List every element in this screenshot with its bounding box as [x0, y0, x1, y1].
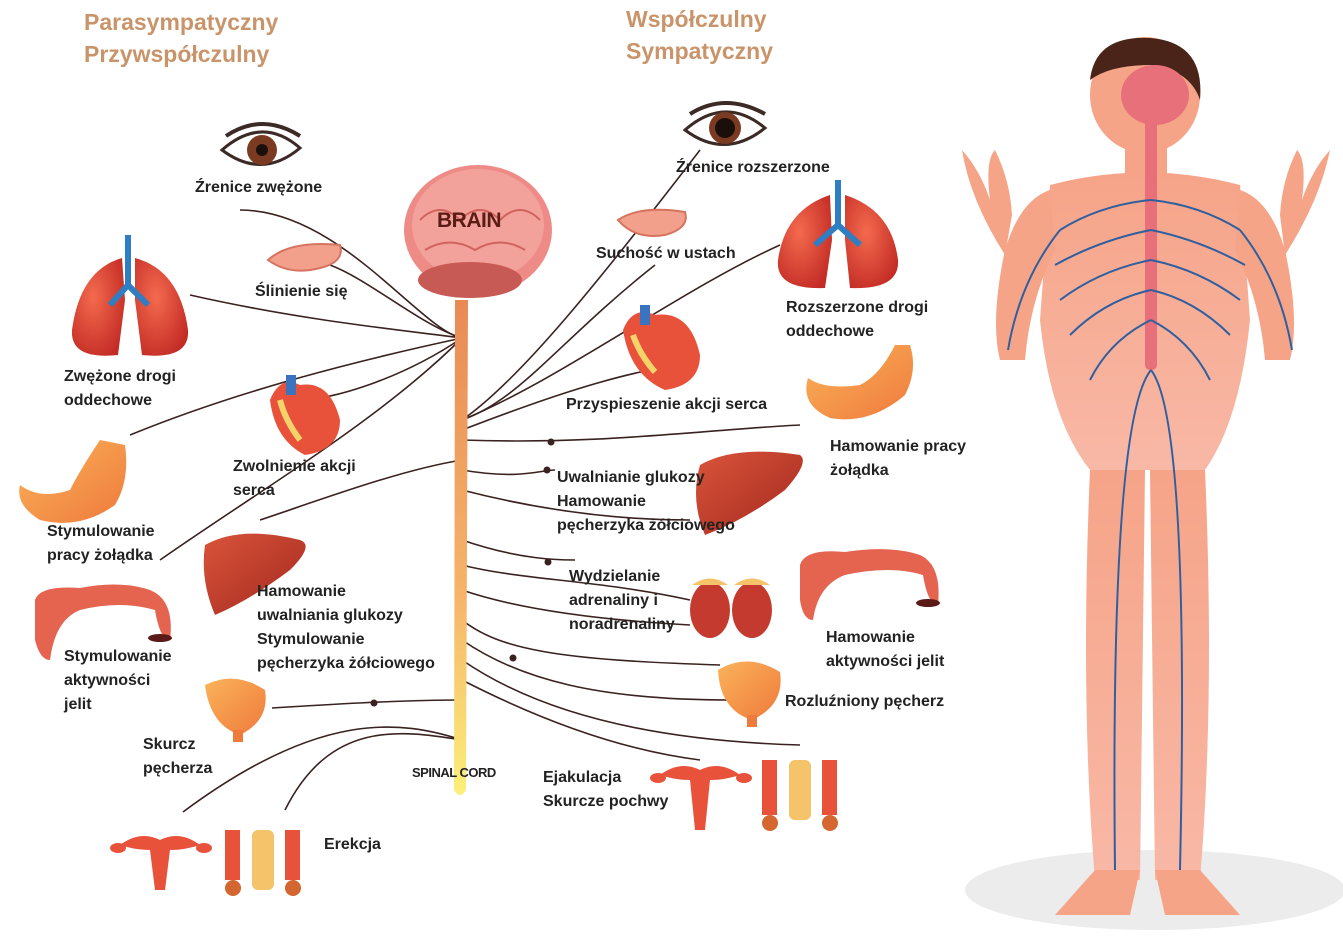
label-bladder-contraction-line2: pęcherza [143, 757, 212, 781]
parasympathetic-header-line2: Przywspółczulny [84, 38, 278, 70]
label-airways-narrowed: Zwężone drogi oddechowe [64, 365, 176, 413]
label-intestines-stimulation-line2: aktywności [64, 669, 172, 693]
label-liver-sym-line1: Uwalnianie glukozy [557, 466, 735, 490]
label-adrenaline-line2: adrenaliny i [569, 589, 675, 613]
label-intestines-stimulation-line1: Stymulowanie [64, 645, 172, 669]
brain-label: BRAIN [437, 209, 501, 233]
label-airways-narrowed-line1: Zwężone drogi [64, 365, 176, 389]
label-adrenaline-line3: noradrenaliny [569, 613, 675, 637]
label-stomach-inhibition-line2: żołądka [830, 459, 966, 483]
label-intestines-stimulation: Stymulowanie aktywności jelit [64, 645, 172, 717]
label-airways-dilated-line2: oddechowe [786, 320, 928, 344]
adrenal-kidneys-icon [690, 579, 772, 639]
label-erection: Erekcja [324, 833, 381, 857]
label-heart-acceleration: Przyspieszenie akcji serca [566, 393, 767, 417]
label-salivation: Ślinienie się [255, 280, 347, 304]
lungs-icon [72, 235, 188, 356]
label-intestines-stimulation-line3: jelit [64, 693, 172, 717]
label-bladder-relaxed: Rozluźniony pęcherz [785, 690, 944, 714]
label-liver-para-line3: Stymulowanie [257, 628, 435, 652]
label-ejaculation-line2: Skurcze pochwy [543, 790, 668, 814]
label-liver-para: Hamowanie uwalniania glukozy Stymulowani… [257, 580, 435, 676]
label-stomach-inhibition-line1: Hamowanie pracy [830, 435, 966, 459]
parasympathetic-header-line1: Parasympatyczny [84, 6, 278, 38]
label-heart-slowing-line2: serca [233, 479, 356, 503]
label-liver-sym-line2: Hamowanie [557, 490, 735, 514]
label-airways-dilated-line1: Rozszerzone drogi [786, 296, 928, 320]
label-pupils-dilated: Źrenice rozszerzone [676, 156, 830, 180]
label-liver-para-line2: uwalniania glukozy [257, 604, 435, 628]
label-stomach-stimulation-line2: pracy żołądka [47, 544, 155, 568]
label-ejaculation-line1: Ejakulacja [543, 766, 668, 790]
stomach-inhibited-icon [806, 345, 913, 419]
heart-fast-icon [623, 305, 700, 390]
spinal-cord-label: SPINAL CORD [412, 761, 496, 785]
label-bladder-contraction-line1: Skurcz [143, 733, 212, 757]
bladder-icon [205, 679, 266, 742]
label-airways-dilated: Rozszerzone drogi oddechowe [786, 296, 928, 344]
label-liver-sym-line3: pęcherzyka żółciowego [557, 514, 735, 538]
tongue-icon [268, 244, 341, 271]
label-liver-para-line1: Hamowanie [257, 580, 435, 604]
sympathetic-header-line2: Sympatyczny [626, 35, 773, 67]
dry-tongue-icon [618, 210, 686, 236]
label-heart-slowing-line1: Zwolnienie akcji [233, 455, 356, 479]
label-dry-mouth: Suchość w ustach [596, 242, 736, 266]
eye-dilated-icon [685, 103, 765, 145]
label-liver-para-line4: pęcherzyka żółciowego [257, 652, 435, 676]
male-reproductive-sym-icon [762, 760, 838, 831]
label-heart-slowing: Zwolnienie akcji serca [233, 455, 356, 503]
stomach-icon [19, 440, 126, 523]
label-adrenaline-line1: Wydzielanie [569, 565, 675, 589]
label-adrenaline: Wydzielanie adrenaliny i noradrenaliny [569, 565, 675, 637]
intestines-inhibited-icon [800, 549, 940, 620]
parasympathetic-header: Parasympatyczny Przywspółczulny [84, 6, 278, 70]
human-body-figure [962, 37, 1343, 930]
label-stomach-stimulation: Stymulowanie pracy żołądka [47, 520, 155, 568]
label-intestines-inhibition: Hamowanie aktywności jelit [826, 626, 944, 674]
sympathetic-header-line1: Współczulny [626, 3, 773, 35]
label-liver-sym: Uwalnianie glukozy Hamowanie pęcherzyka … [557, 466, 735, 538]
lungs-dilated-icon [778, 180, 898, 288]
spinal-cord [454, 300, 468, 795]
bladder-relaxed-icon [718, 661, 781, 727]
female-reproductive-icon [110, 836, 212, 890]
sympathetic-header: Współczulny Sympatyczny [626, 3, 773, 67]
label-intestines-inhibition-line2: aktywności jelit [826, 650, 944, 674]
label-bladder-contraction: Skurcz pęcherza [143, 733, 212, 781]
label-pupils-constricted: Źrenice zwężone [195, 176, 322, 200]
eye-icon [222, 124, 300, 165]
label-stomach-stimulation-line1: Stymulowanie [47, 520, 155, 544]
heart-icon [270, 375, 340, 455]
label-stomach-inhibition: Hamowanie pracy żołądka [830, 435, 966, 483]
label-intestines-inhibition-line1: Hamowanie [826, 626, 944, 650]
label-airways-narrowed-line2: oddechowe [64, 389, 176, 413]
label-ejaculation: Ejakulacja Skurcze pochwy [543, 766, 668, 814]
male-reproductive-icon [225, 830, 301, 896]
